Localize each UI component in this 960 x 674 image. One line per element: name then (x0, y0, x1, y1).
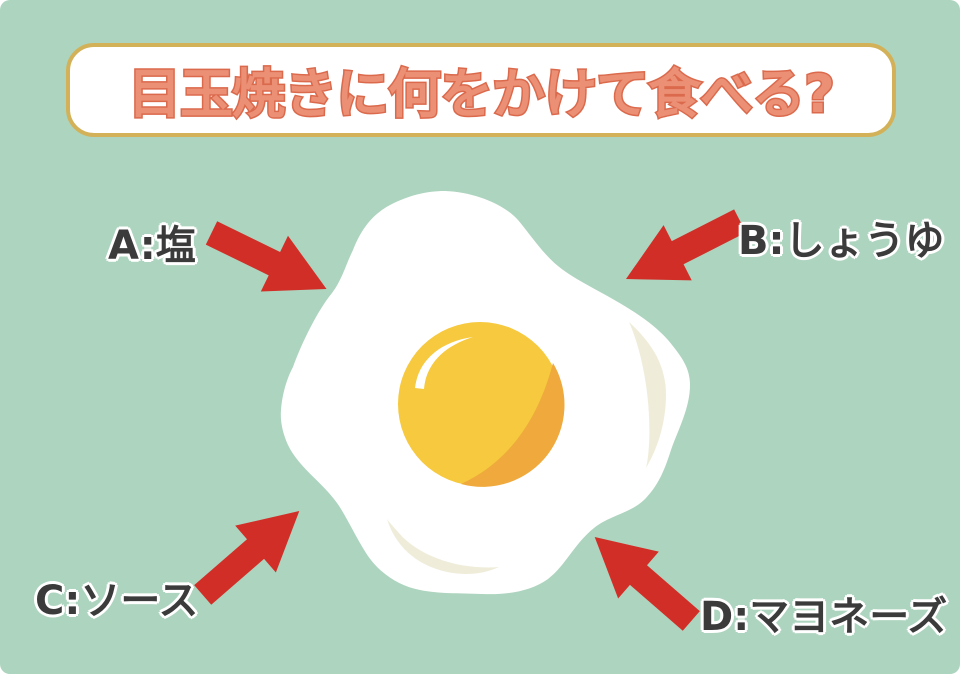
arrow-c-icon (194, 511, 300, 605)
egg-yolk-highlight (415, 337, 473, 389)
option-label-d: D:マヨネーズ (700, 594, 948, 640)
option-label-c: C:ソース (35, 578, 199, 624)
egg-yolk-shade (461, 363, 565, 487)
egg-white-highlight-bottom (387, 519, 499, 575)
arrow-d-icon (594, 537, 700, 631)
question-title: 目玉焼きに何をかけて食べる? (127, 63, 837, 127)
egg-white-highlight-right (629, 322, 666, 468)
arrow-a-icon (205, 221, 327, 292)
option-label-b: B:しょうゆ (738, 218, 945, 264)
question-banner: 目玉焼きに何をかけて食べる? (66, 43, 896, 137)
arrow-b-icon (625, 209, 746, 281)
option-label-a: A:塩 (108, 223, 196, 269)
